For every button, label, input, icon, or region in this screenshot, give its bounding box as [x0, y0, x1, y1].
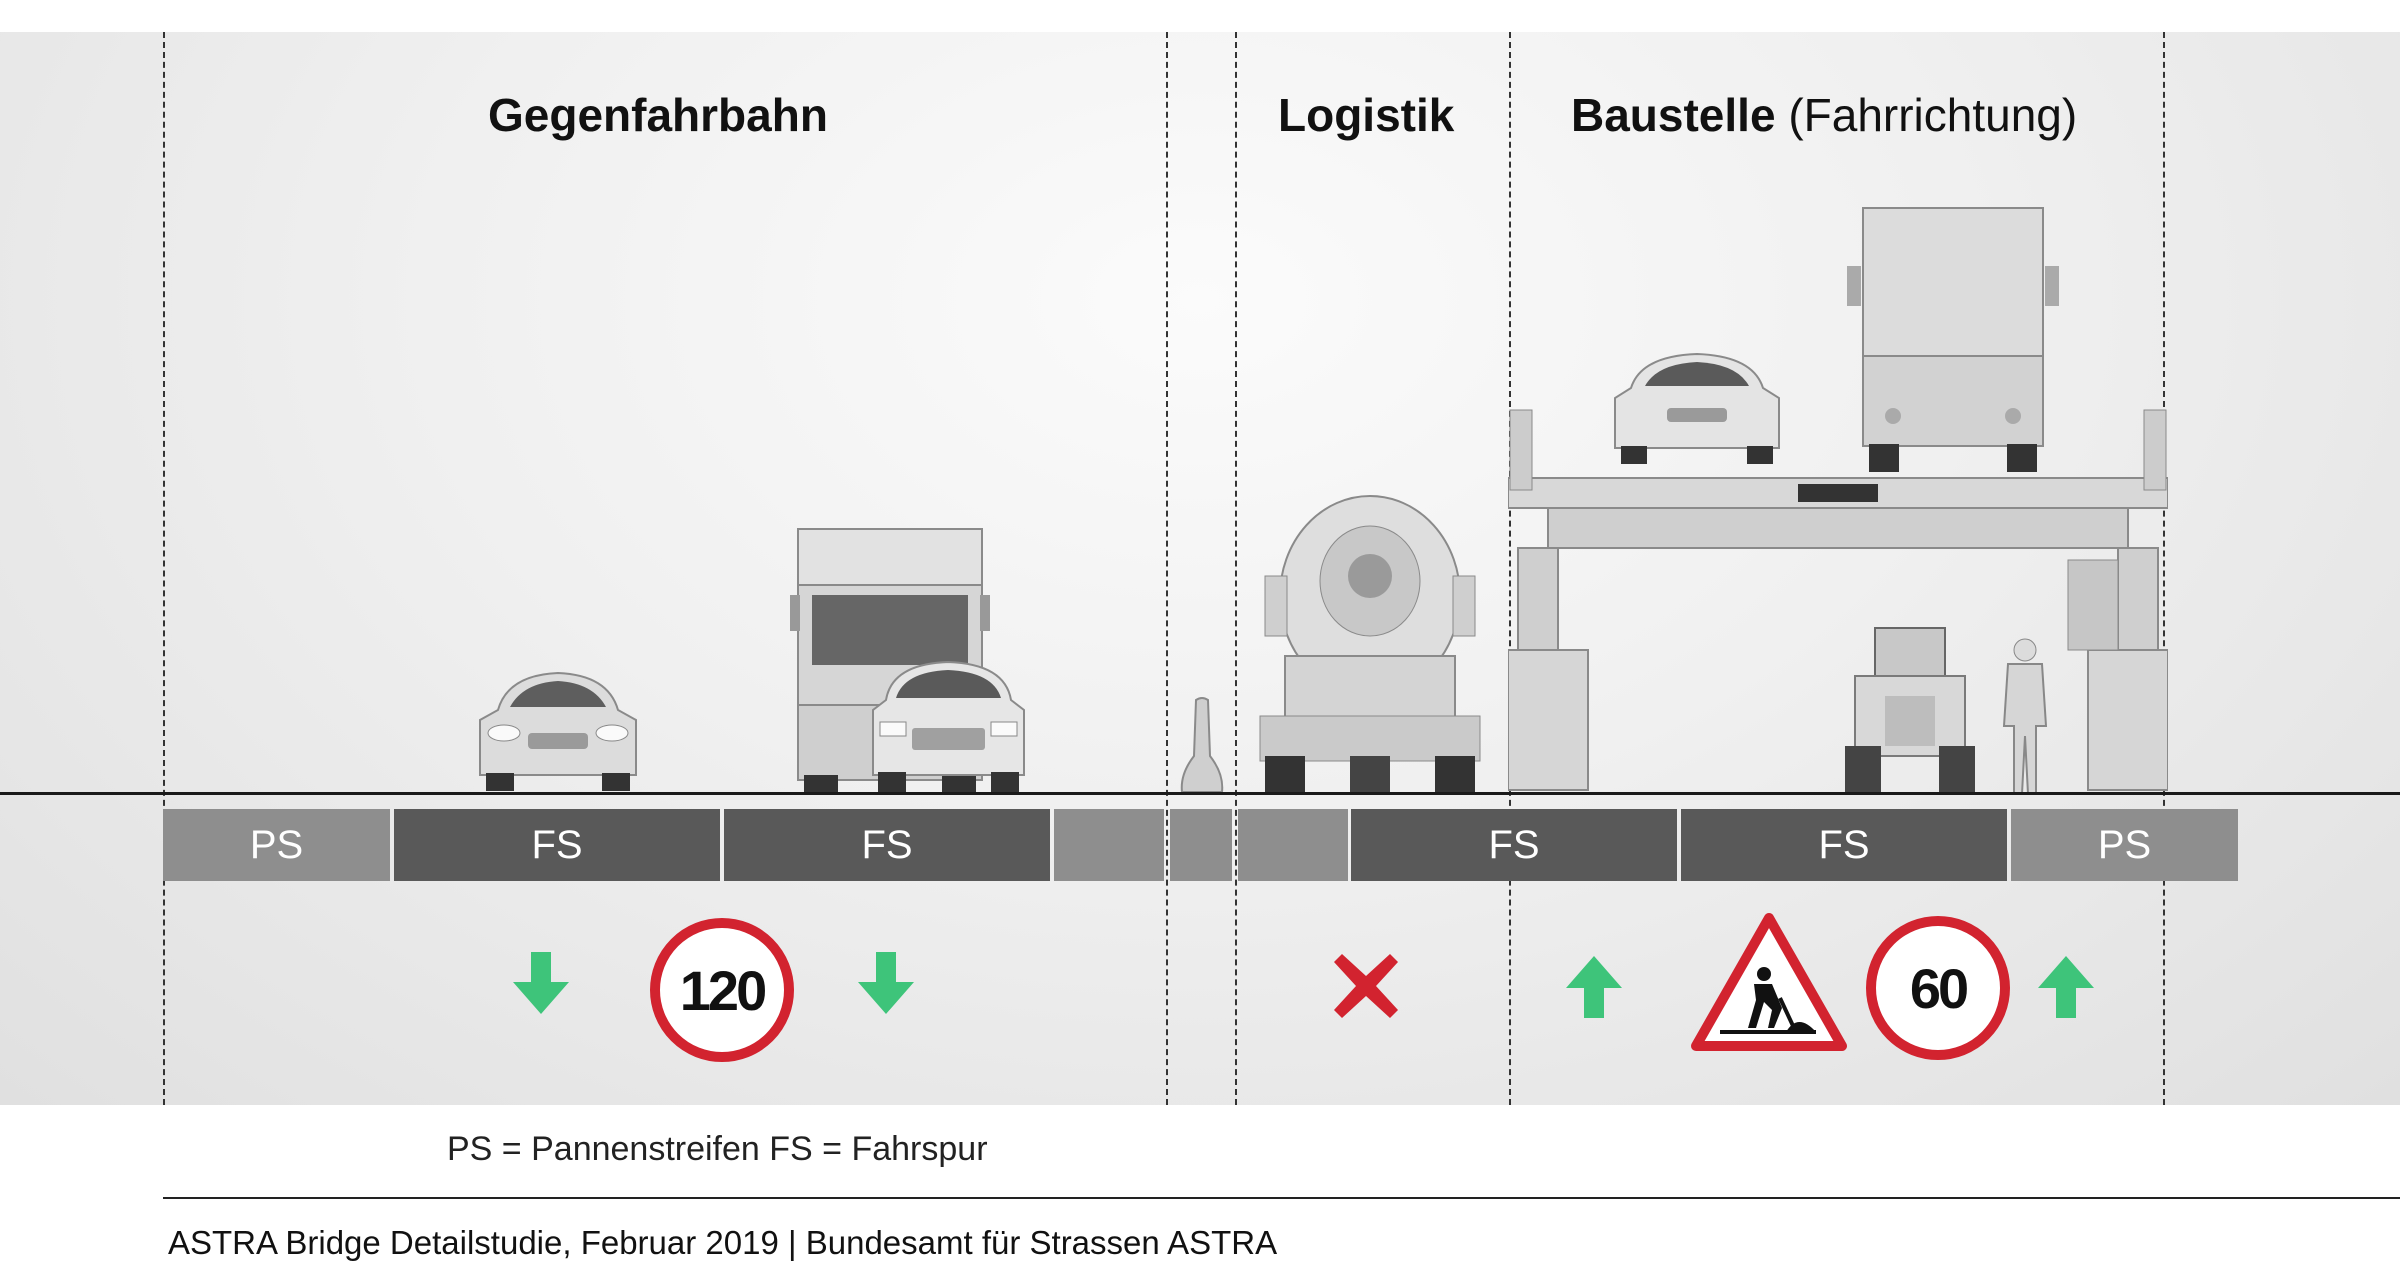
lane-fs-4: FS: [1681, 809, 2007, 881]
legend-text: PS = Pannenstreifen FS = Fahrspur: [447, 1130, 988, 1168]
road-surface-line: [0, 792, 2400, 795]
roadworks-warning-icon: [1691, 913, 1847, 1051]
lane-logistik: [1238, 809, 1348, 881]
excavator-icon: [1845, 627, 1975, 794]
heading-gegenfahrbahn: Gegenfahrbahn: [488, 89, 828, 141]
footer-rule: [163, 1197, 2400, 1199]
divider-logistik-baustelle: [1509, 32, 1511, 1105]
lane-fs-3: FS: [1351, 809, 1677, 881]
divider-median-left: [1166, 32, 1168, 1105]
concrete-mixer-icon: [1259, 495, 1481, 792]
divider-left: [163, 32, 165, 1105]
worker-icon: [2002, 638, 2048, 795]
traffic-barrier-icon: [1180, 697, 1224, 793]
heading-logistik: Logistik: [1278, 89, 1455, 141]
lane-fs-2: FS: [724, 809, 1050, 881]
lane-median-2: [1170, 809, 1232, 881]
lane-median-1: [1054, 809, 1164, 881]
heading-baustelle-direction: (Fahrrichtung): [1788, 89, 2078, 141]
lane-ps-right: PS: [2011, 809, 2238, 881]
speed-limit-60-sign: 60: [1866, 916, 2010, 1060]
truck-on-bridge-icon: [1847, 207, 2059, 472]
lane-fs-1: FS: [394, 809, 720, 881]
arrow-up-icon: [1566, 956, 1622, 1018]
arrow-down-icon: [858, 952, 914, 1014]
arrow-up-icon: [2038, 956, 2094, 1018]
x-icon: [1334, 954, 1398, 1018]
heading-baustelle-main: Baustelle: [1571, 89, 1776, 141]
speed-limit-120-sign: 120: [650, 918, 794, 1062]
lane-ps-left: PS: [163, 809, 390, 881]
divider-right: [2163, 32, 2165, 1105]
heading-baustelle: Baustelle (Fahrrichtung): [1571, 88, 2077, 142]
bridge-gantry-icon: [1508, 409, 2168, 791]
car-icon: [479, 671, 637, 791]
suv-icon: [872, 660, 1025, 792]
footer-source: ASTRA Bridge Detailstudie, Februar 2019 …: [168, 1224, 1278, 1261]
divider-median-right: [1235, 32, 1237, 1105]
car-on-bridge-icon: [1614, 352, 1780, 464]
arrow-down-icon: [513, 952, 569, 1014]
